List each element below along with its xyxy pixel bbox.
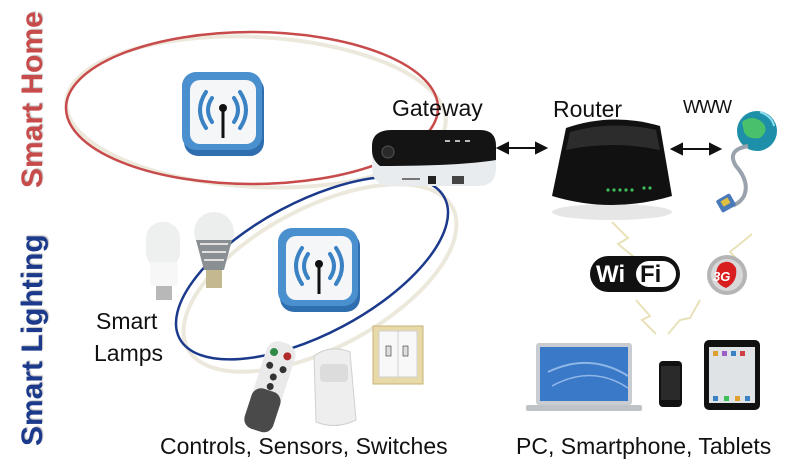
smart-home-ellipse <box>64 30 440 186</box>
smart-lighting-ellipse <box>174 175 450 361</box>
wireless-icon-lighting <box>278 228 360 312</box>
wifi-badge: Wi Fi <box>590 256 680 292</box>
cellular-3g-text: 3G <box>713 269 730 284</box>
wifi-badge-left: Wi <box>596 261 625 288</box>
smart-lamps-label-line2: Lamps <box>94 340 164 366</box>
devices-label: PC, Smartphone, Tablets <box>516 433 772 459</box>
wifi-badge-right: Fi <box>640 261 661 288</box>
cellular-3g-badge: 3G <box>707 255 747 295</box>
globe-internet-icon <box>716 111 777 213</box>
wireless-icon-home <box>182 72 264 156</box>
wireless-signal-lines <box>611 221 753 335</box>
remote-control-icon <box>244 341 296 433</box>
gateway-router-arrow <box>495 141 549 155</box>
router-device-icon <box>552 119 672 220</box>
wall-switch-icon <box>372 325 424 385</box>
www-label: WWW <box>683 97 732 117</box>
gateway-label: Gateway <box>392 95 483 121</box>
router-www-arrow <box>669 142 723 156</box>
tablet-icon <box>704 340 760 410</box>
smart-lamps-label-line1: Smart <box>96 308 158 334</box>
motion-sensor-icon <box>313 348 357 426</box>
cfl-lamp-icon <box>146 222 180 300</box>
router-label: Router <box>553 96 623 122</box>
gateway-device-icon <box>372 130 496 186</box>
led-bulb-icon <box>194 212 234 288</box>
smartphone-icon <box>659 361 682 407</box>
controls-sensors-switches-label: Controls, Sensors, Switches <box>160 433 448 459</box>
laptop-icon <box>526 343 642 411</box>
